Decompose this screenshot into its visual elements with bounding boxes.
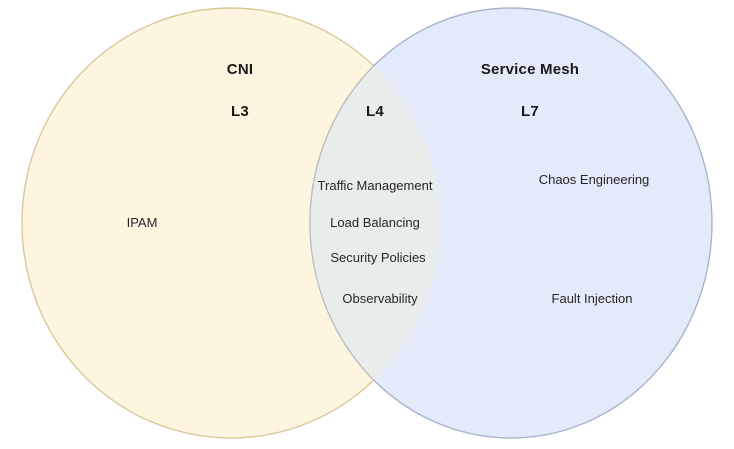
right-set-layer-label: L7: [521, 103, 539, 120]
intersection-item-load-balancing: Load Balancing: [330, 215, 420, 231]
right-set-item-fault-injection: Fault Injection: [551, 291, 633, 307]
right-set-item-chaos-engineering: Chaos Engineering: [538, 172, 650, 188]
left-set-item-ipam: IPAM: [126, 215, 158, 231]
intersection-item-observability: Observability: [342, 291, 418, 307]
right-set-title: Service Mesh: [480, 61, 580, 78]
intersection-item-security-policies: Security Policies: [330, 250, 426, 266]
left-set-title: CNI: [226, 61, 254, 78]
intersection-item-traffic-management: Traffic Management: [317, 178, 433, 194]
intersection-lens[interactable]: [309, 8, 712, 438]
left-set-layer-label: L3: [231, 103, 249, 120]
intersection-layer-label: L4: [366, 103, 384, 120]
